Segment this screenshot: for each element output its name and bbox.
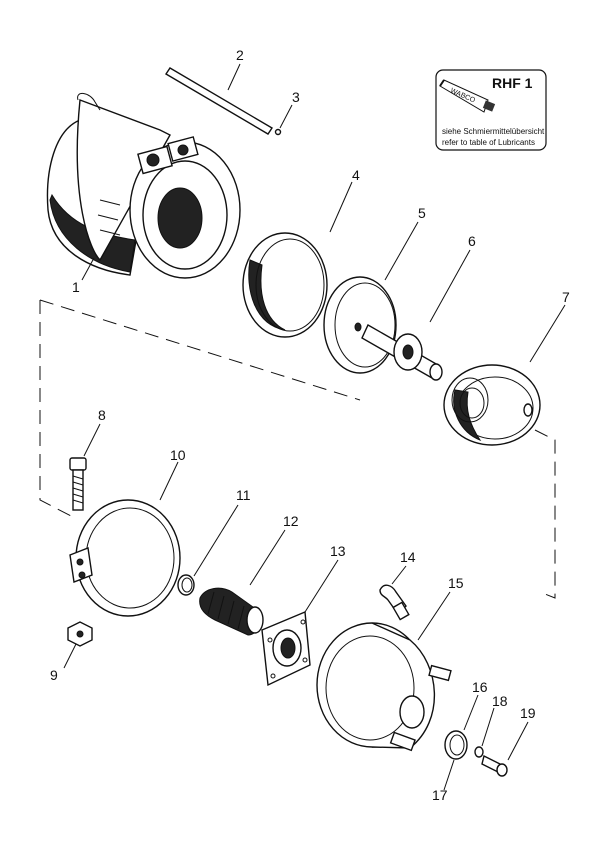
leader-14 bbox=[391, 565, 407, 585]
part-label-13: 13 bbox=[330, 543, 346, 559]
part-18-washer bbox=[474, 746, 484, 758]
leader-9 bbox=[63, 643, 77, 669]
leader-11 bbox=[193, 504, 239, 577]
part-label-11: 11 bbox=[236, 487, 251, 503]
part-label-4: 4 bbox=[352, 167, 360, 183]
part-11-o-ring bbox=[177, 574, 195, 596]
leader-15 bbox=[417, 591, 451, 641]
part-5-diaphragm bbox=[323, 276, 397, 374]
part-7-spring-cage bbox=[443, 364, 541, 446]
part-16-ring bbox=[444, 730, 468, 760]
part-13-gasket bbox=[261, 610, 311, 687]
part-label-3: 3 bbox=[292, 89, 300, 105]
part-label-19: 19 bbox=[520, 705, 536, 721]
leader-13 bbox=[304, 559, 339, 613]
badge-code: RHF 1 bbox=[492, 75, 533, 91]
leader-6 bbox=[429, 249, 471, 323]
leader-10 bbox=[159, 461, 179, 501]
part-label-15: 15 bbox=[448, 575, 464, 591]
leader-16 bbox=[463, 694, 479, 731]
part-2-rod bbox=[165, 67, 273, 135]
lubricant-badge: RHF 1 WABCO siehe Schmiermittelübersicht… bbox=[435, 69, 547, 151]
assembly-boundary bbox=[39, 299, 556, 599]
part-4-cup-seal bbox=[242, 232, 328, 338]
part-label-1: 1 bbox=[72, 279, 80, 295]
part-3-pin bbox=[274, 128, 282, 136]
leader-1 bbox=[81, 257, 95, 281]
part-9-nut bbox=[67, 621, 93, 647]
leader-3 bbox=[279, 104, 293, 129]
leader-5 bbox=[384, 221, 419, 281]
leader-2 bbox=[227, 63, 241, 91]
part-14-elbow-fitting bbox=[379, 584, 410, 621]
part-label-12: 12 bbox=[283, 513, 299, 529]
leader-8 bbox=[83, 423, 101, 457]
leader-12 bbox=[249, 529, 286, 586]
part-label-7: 7 bbox=[562, 289, 570, 305]
part-label-14: 14 bbox=[400, 549, 416, 565]
part-10-clamp-ring bbox=[69, 499, 181, 617]
part-label-17: 17 bbox=[432, 787, 448, 803]
part-label-18: 18 bbox=[492, 693, 508, 709]
part-label-6: 6 bbox=[468, 233, 476, 249]
part-label-9: 9 bbox=[50, 667, 58, 683]
part-19-screw bbox=[481, 754, 508, 777]
part-label-16: 16 bbox=[472, 679, 488, 695]
leader-7 bbox=[529, 304, 566, 363]
part-label-2: 2 bbox=[236, 47, 244, 63]
leader-4 bbox=[329, 181, 353, 233]
part-15-brake-chamber bbox=[316, 622, 452, 752]
part-12-bellows bbox=[199, 587, 264, 636]
part-label-10: 10 bbox=[170, 447, 186, 463]
leader-19 bbox=[507, 721, 529, 761]
part-label-8: 8 bbox=[98, 407, 106, 423]
leader-18 bbox=[481, 707, 495, 747]
part-1-housing bbox=[46, 93, 241, 279]
leader-17 bbox=[443, 759, 455, 791]
badge-note-en: refer to table of Lubricants bbox=[442, 138, 535, 147]
part-6-piston-rod bbox=[361, 324, 443, 381]
part-label-5: 5 bbox=[418, 205, 426, 221]
badge-note-de: siehe Schmiermittelübersicht bbox=[442, 127, 545, 136]
part-8-bolt bbox=[69, 457, 87, 511]
